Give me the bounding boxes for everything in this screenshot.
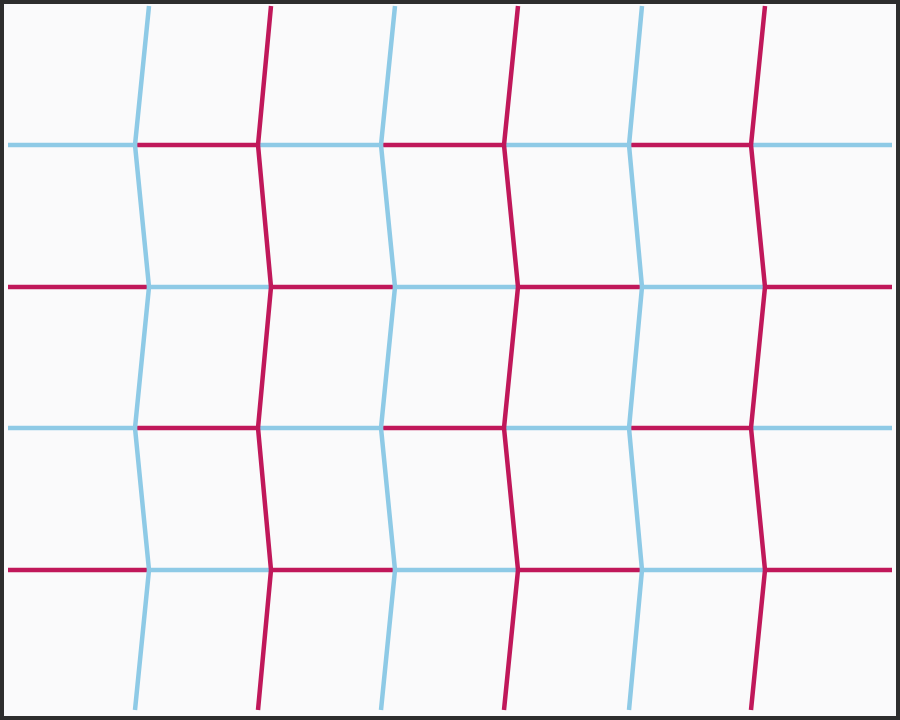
vertical-zigzag-line-5 [626,5,645,711]
vertical-zigzag-line-2 [255,5,274,711]
vertical-zigzag-line-3 [378,5,398,711]
vertical-zigzag-line-6 [748,5,768,711]
vertical-zigzag-line-4 [501,5,521,711]
illustration-canvas [4,4,896,716]
vertical-zigzag-line-1 [132,5,152,711]
